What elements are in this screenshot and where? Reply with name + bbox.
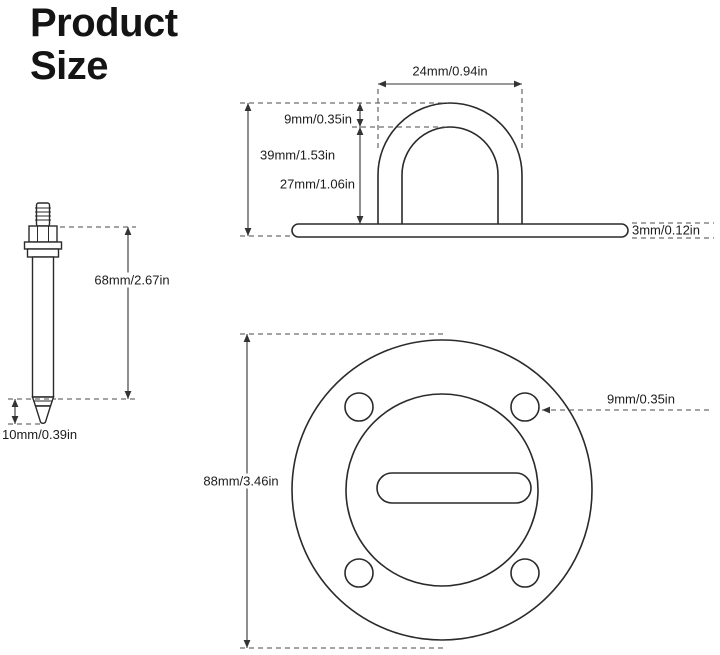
bolt-dimension-lines (8, 226, 136, 425)
pad-eye-dimension-lines (240, 80, 714, 239)
dim-label-bolt-tip-length: 10mm/0.39in (2, 427, 78, 442)
dim-label-plate-diameter: 88mm/3.46in (200, 473, 282, 489)
dim-label-plate-thickness: 3mm/0.12in (632, 222, 700, 238)
dim-label-arch-width: 24mm/0.94in (412, 63, 488, 79)
dim-label-inner-height: 27mm/1.06in (279, 176, 355, 192)
dim-label-bolt-length: 68mm/2.67in (91, 272, 173, 288)
page-title: Product Size (30, 1, 178, 89)
pad-eye-drawing (291, 102, 629, 238)
dim-label-total-height: 39mm/1.53in (260, 147, 336, 163)
dim-label-arch-thickness: 9mm/0.35in (284, 111, 352, 127)
round-plate-dimension-lines (240, 333, 712, 649)
dim-label-hole-diameter: 9mm/0.35in (607, 391, 675, 407)
round-plate-drawing (291, 339, 593, 641)
bolt-drawing (23, 202, 63, 424)
